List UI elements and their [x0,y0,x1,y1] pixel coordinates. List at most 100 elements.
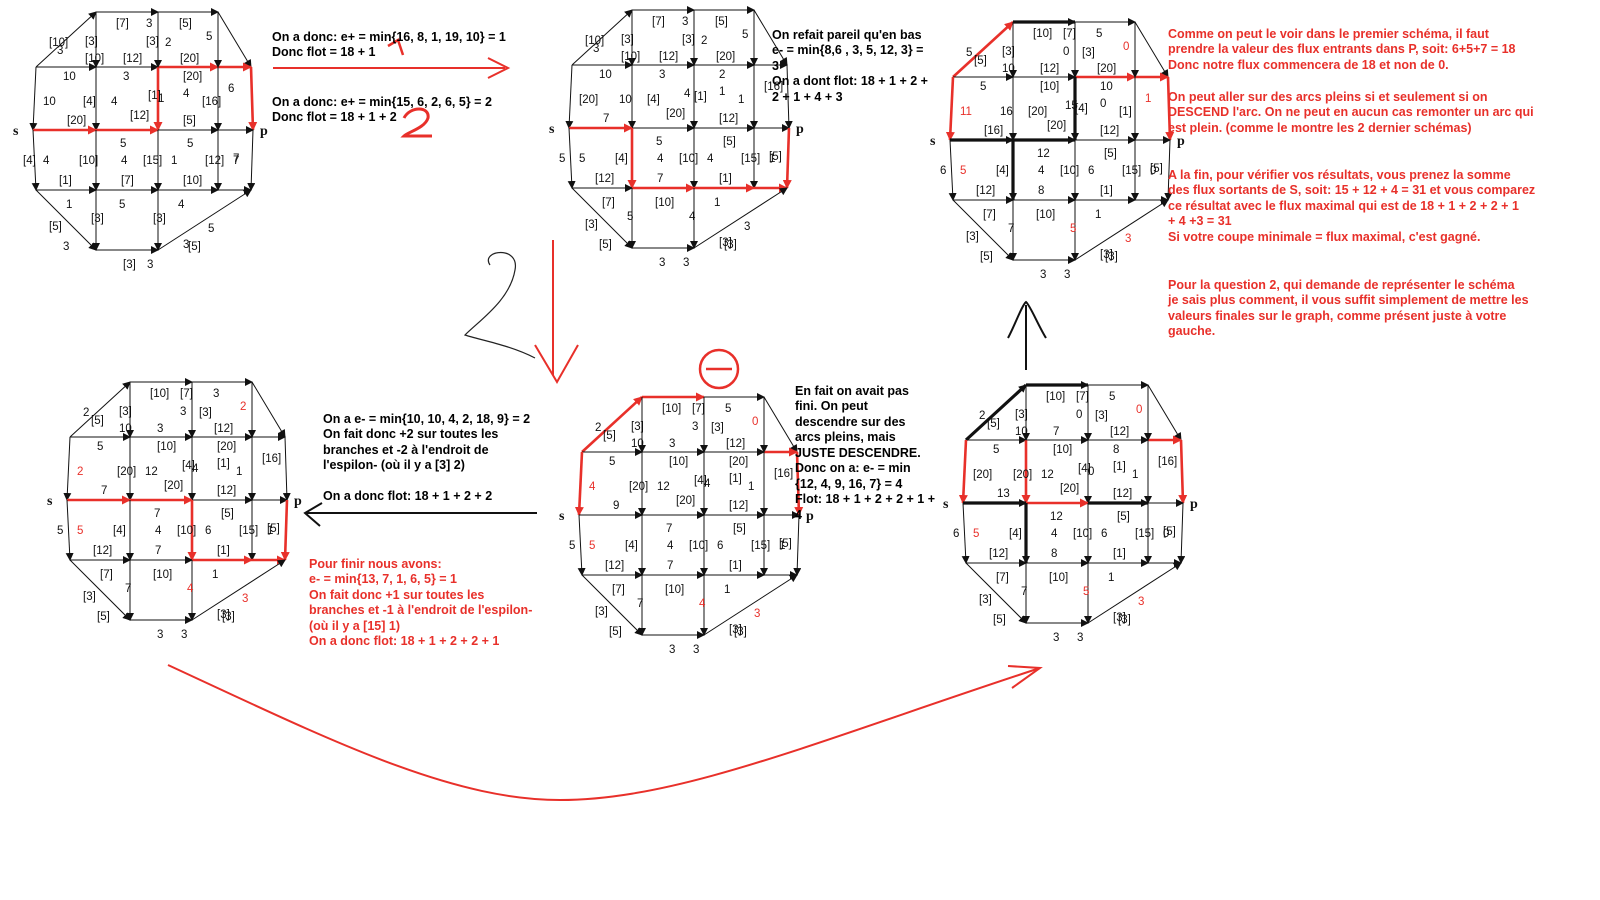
arc-label: [4] [83,96,96,108]
arc-label: [4] [996,165,1009,177]
arc-label: 0 [1123,41,1129,53]
arc-a5-p [1178,439,1188,504]
arc-label: 0 [1076,409,1082,421]
arc-label: [1] [148,90,161,102]
arc-t3-a5 [763,396,798,453]
arc-label: 10 [63,71,76,83]
arc-label: [5] [1150,163,1163,175]
arc-label: [20] [579,94,598,106]
arc-label: 6 [717,540,723,552]
arc-label: 0 [1136,404,1142,416]
arc-label: 4 [707,153,714,165]
arc-label: [5] [1104,148,1117,160]
arc-label: [12] [1113,488,1132,500]
arc-label: 3 [147,259,153,271]
arc-label: 3 [63,241,69,253]
arc-label: [10] [662,403,681,415]
arc-s-c1 [577,514,586,576]
arc-label: 16 [1000,106,1013,118]
arc-label: [3] [734,626,747,638]
arc-label: 3 [659,257,665,269]
arc-label: [5] [779,538,792,550]
node-p-label: p [1190,497,1198,512]
arc-label: [7] [996,572,1009,584]
arc-label: [5] [599,239,612,251]
arc-label: [10] [689,540,708,552]
arc-label: [20] [117,466,136,478]
arc-label: [12] [130,110,149,122]
arc-label: [4] [113,525,126,537]
arc-label: [1] [729,560,742,572]
arc-label: [12] [659,51,678,63]
arc-label: 3 [682,16,688,28]
arc-label: 2 [979,410,985,422]
arc-label: [5] [1163,526,1176,538]
arc-label: 10 [1015,426,1028,438]
arc-label: [3] [729,624,742,636]
arc-label: [3] [222,611,235,623]
arc-label: 7 [1021,586,1027,598]
arc-label: [7] [121,175,134,187]
arc-label: [16] [1158,456,1177,468]
arc-label: 1 [212,569,218,581]
arc-label: [20] [1047,120,1066,132]
arc-label: [10] [1053,444,1072,456]
arc-label: 0 [1063,46,1069,58]
arc-label: [4] [182,460,195,472]
node-p-label: p [260,124,268,139]
arc-label: [12] [1100,125,1119,137]
arc-a5-p [794,451,804,516]
arc-label: 5 [1096,28,1102,40]
arc-label: 7 [125,583,131,595]
arc-label: 5 [119,199,125,211]
arc-label: 4 [121,155,128,167]
arc-label: 6 [940,165,946,177]
arc-label: [12] [1110,426,1129,438]
arc-a1-t1 [952,21,1014,78]
arc-c1-d2 [35,189,97,251]
arc-a1-t1 [69,381,131,438]
arc-label: [3] [719,237,732,249]
arc-label: 1 [779,540,785,552]
node-p-label: p [806,509,814,524]
arc-label: 6 [1088,165,1094,177]
arc-label: 4 [183,88,190,100]
arc-label: 3 [181,629,187,641]
arc-label: 12 [657,481,670,493]
hand-arrow-up [1007,300,1047,370]
arc-label: 3 [683,257,689,269]
arc-label: 2 [165,37,171,49]
arc-label: 10 [1100,81,1113,93]
arc-s-c1 [948,139,957,201]
arc-label: [3] [123,259,136,271]
arc-label: [10] [1036,209,1055,221]
arc-label: 8 [1051,548,1057,560]
arc-label: 6 [228,83,234,95]
arc-label: 5 [609,456,615,468]
hand-arrow-right [273,57,511,79]
arc-label: [10] [1073,528,1092,540]
arc-label: [5] [179,18,192,30]
arc-label: 0 [1150,165,1156,177]
arc-label: 3 [1125,233,1131,245]
step5-line: On a e- = min{10, 10, 4, 2, 18, 9} = 2 O… [323,411,531,504]
arc-label: [3] [1095,410,1108,422]
arc-label: [20] [1013,469,1032,481]
arc-label: [3] [1002,46,1015,58]
arc-label: 3 [1077,632,1083,644]
arc-label: 4 [178,199,185,211]
arc-label: 7 [154,508,160,520]
arc-label: [10] [153,569,172,581]
arc-c1-d2 [581,574,643,636]
arc-label: 1 [769,153,775,165]
arc-label: 3 [57,45,63,57]
arc-label: 3 [1040,269,1046,281]
arc-label: 3 [146,18,152,30]
arc-label: [16] [764,81,783,93]
arc-label: 3 [1064,269,1070,281]
arc-label: [12] [719,113,738,125]
arc-label: 4 [589,481,596,493]
arc-label: 5 [57,525,63,537]
arc-label: [5] [733,523,746,535]
